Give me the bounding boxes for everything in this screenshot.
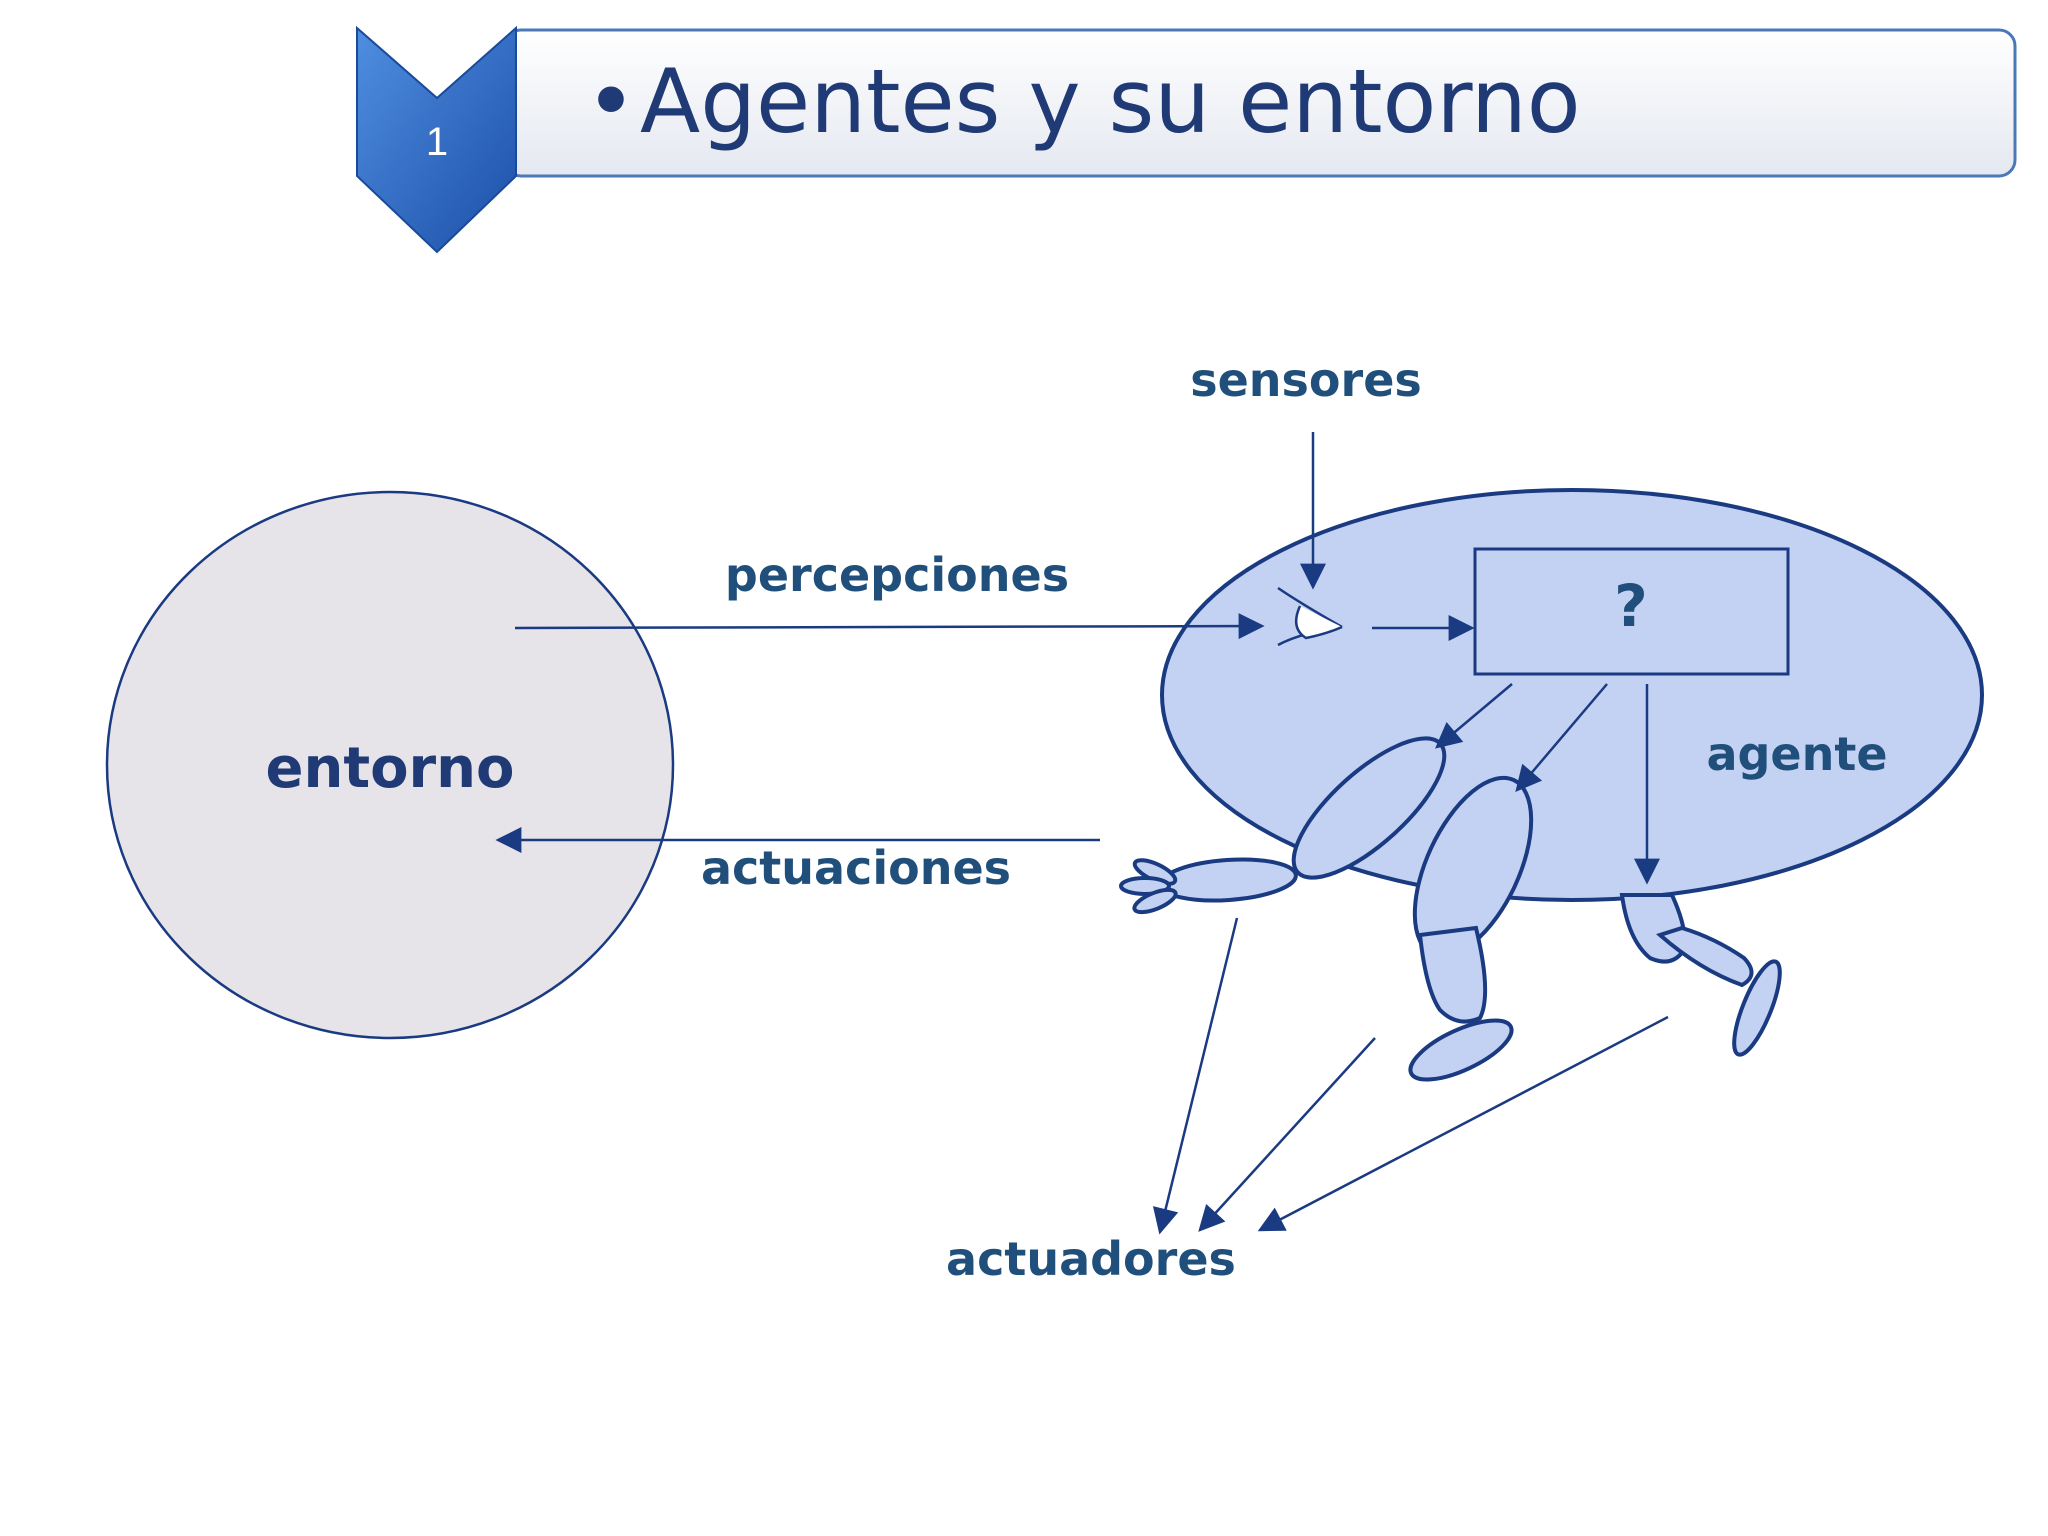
unknown-process-label: ? xyxy=(1614,572,1648,640)
box-to-front-leg-arrow xyxy=(1515,683,1608,792)
arm-forearm-segment xyxy=(1158,857,1298,903)
agent-body-figure xyxy=(1119,736,1782,1082)
leg-front-shin xyxy=(1417,925,1488,1024)
environment-node: entorno xyxy=(105,490,675,1040)
hand-to-actuators-arrow xyxy=(1152,917,1239,1235)
actions-label: actuaciones xyxy=(701,841,1011,895)
chapter-badge xyxy=(356,25,517,254)
unknown-process-box xyxy=(1473,547,1790,676)
perceptions-arrow xyxy=(514,613,1265,640)
agent-label: agente xyxy=(1706,727,1887,781)
header-banner: 1 • Agentes y su entorno xyxy=(356,25,2017,254)
foot-back xyxy=(1732,959,1782,1057)
front-foot-to-actuators-arrow xyxy=(1198,1037,1376,1232)
bullet-marker: • xyxy=(585,50,637,153)
sensors-label: sensores xyxy=(1190,353,1422,407)
chapter-number: 1 xyxy=(426,120,448,164)
back-foot-to-actuators-arrow xyxy=(1257,1015,1669,1232)
arrows xyxy=(495,432,1669,1235)
eye-icon xyxy=(1277,586,1343,647)
foot-front xyxy=(1408,1018,1514,1082)
perceptions-label: percepciones xyxy=(725,548,1069,602)
environment-label: entorno xyxy=(265,736,514,801)
actuators-label: actuadores xyxy=(946,1232,1236,1286)
page-title: Agentes y su entorno xyxy=(640,50,1581,153)
hand-fingers-icon xyxy=(1119,858,1178,915)
box-to-arm-arrow xyxy=(1435,683,1513,749)
leg-back-shin xyxy=(1656,925,1754,988)
agent-node: ? agente xyxy=(1160,488,1984,902)
